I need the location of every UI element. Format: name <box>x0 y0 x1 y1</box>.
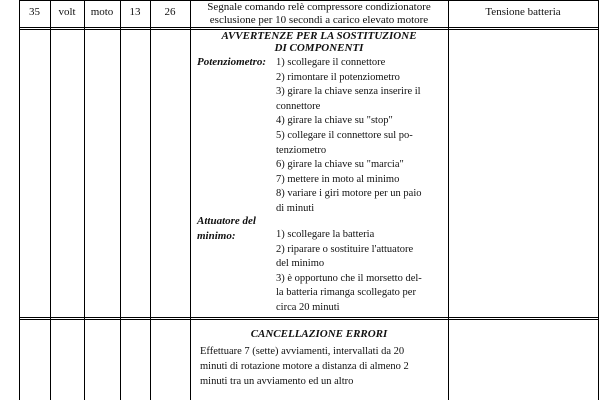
row-divider <box>19 27 599 30</box>
potentiometer-step: 2) rimontare il potenziometro <box>276 71 400 83</box>
row-divider <box>19 0 599 1</box>
actuator-step: 3) è opportuno che il morsetto del- <box>276 272 422 284</box>
value-min-cell: 13 <box>129 6 141 18</box>
unit-cell: volt <box>58 6 76 18</box>
potentiometer-step: 5) collegare il connettore sul po- <box>276 130 413 141</box>
errors-line: Effettuare 7 (sette) avviamenti, interva… <box>200 346 405 357</box>
section-title: DI COMPONENTI <box>274 42 364 54</box>
section-title: CANCELLAZIONE ERRORI <box>250 328 388 340</box>
actuator-label: Attuatore del <box>197 215 256 227</box>
description-line: esclusione per 10 secondi a carico eleva… <box>209 14 429 26</box>
potentiometer-step: connettore <box>276 100 321 112</box>
actuator-step: la batteria rimanga scollegato per <box>276 287 416 299</box>
column-divider <box>150 0 151 400</box>
potentiometer-step: di minuti <box>276 203 315 214</box>
errors-line: minuti di rotazione motore a distanza di… <box>200 361 409 372</box>
value-max-cell: 26 <box>164 6 176 18</box>
column-divider <box>50 0 51 400</box>
column-divider <box>190 0 191 400</box>
potentiometer-step: 8) variare i giri motore per un paio <box>276 188 422 200</box>
potentiometer-step: 3) girare la chiave senza inserire il <box>276 86 421 98</box>
potentiometer-step: 6) girare la chiave su "marcia" <box>276 159 404 171</box>
row-divider <box>19 317 599 320</box>
column-divider <box>19 0 20 400</box>
column-divider <box>120 0 121 400</box>
potentiometer-step: 4) girare la chiave su "stop" <box>276 115 393 127</box>
actuator-step: 2) riparare o sostituire l'attuatore <box>276 243 414 255</box>
column-divider <box>448 0 449 400</box>
description-line: Segnale comando relè compressore condizi… <box>207 1 431 13</box>
column-divider <box>598 0 599 400</box>
potentiometer-step: 7) mettere in moto al minimo <box>276 173 400 185</box>
section-title: AVVERTENZE PER LA SOSTITUZIONE <box>221 30 417 42</box>
errors-line: minuti tra un avviamento ed un altro <box>200 376 354 387</box>
actuator-label: minimo: <box>197 230 236 242</box>
actuator-step: 1) scollegare la batteria <box>276 229 375 240</box>
potentiometer-step: tenziometro <box>276 144 327 156</box>
actuator-step: del minimo <box>276 258 325 270</box>
column-divider <box>84 0 85 400</box>
pin-number-cell: 35 <box>29 6 40 18</box>
condition-cell: moto <box>90 6 114 18</box>
actuator-step: circa 20 minuti <box>276 302 340 313</box>
potentiometer-step: 1) scollegare il connettore <box>276 57 386 68</box>
notes-cell: Tensione batteria <box>485 6 561 18</box>
potentiometer-label: Potenziometro: <box>197 56 267 68</box>
